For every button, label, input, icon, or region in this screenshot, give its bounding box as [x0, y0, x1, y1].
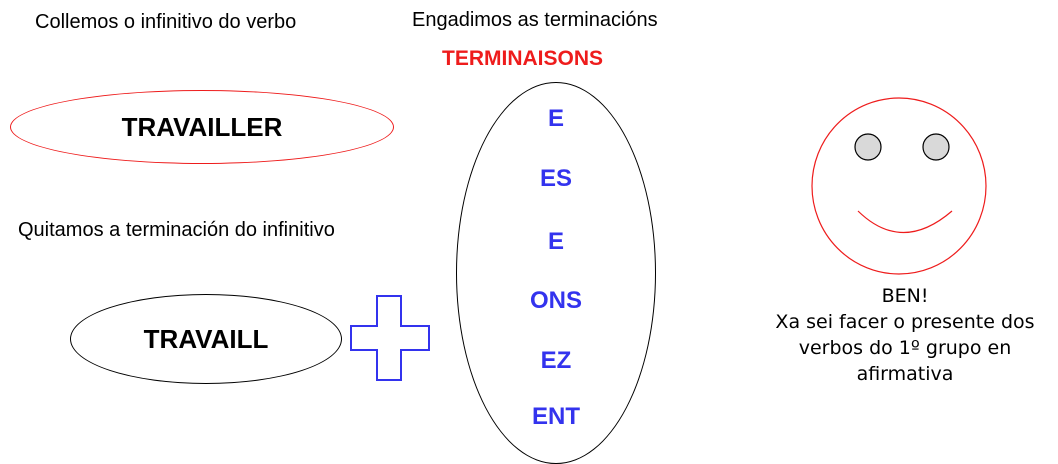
plus-icon — [350, 295, 430, 381]
smiley-face-icon — [811, 97, 987, 275]
termination-6: ENT — [532, 403, 580, 430]
success-message: BEN! Xa sei facer o presente dos verbos … — [755, 283, 1055, 387]
termination-3: E — [547, 228, 564, 255]
infinitive-oval: TRAVAILLER — [10, 90, 394, 164]
terminations-oval: E ES E ONS EZ ENT — [456, 82, 656, 464]
step1-label: Collemos o infinitivo do verbo — [35, 11, 297, 33]
message-line-2: Xa sei facer o presente dos — [775, 311, 1035, 333]
step2-label: Engadimos as terminacións — [412, 9, 658, 31]
termination-4: ONS — [529, 287, 582, 314]
smile-mouth-icon — [857, 210, 953, 233]
termination-2: ES — [539, 165, 572, 192]
stem-word: TRAVAILL — [143, 323, 269, 354]
stem-oval: TRAVAILL — [70, 294, 342, 384]
termination-1: E — [547, 105, 564, 132]
message-line-3: verbos do 1º grupo en — [798, 337, 1012, 359]
step3-label: Quitamos a terminación do infinitivo — [18, 219, 335, 241]
right-eye-icon — [922, 133, 950, 161]
left-eye-icon — [854, 133, 882, 161]
message-line-4: afirmativa — [856, 363, 954, 385]
infinitive-word: TRAVAILLER — [121, 111, 283, 142]
termination-5: EZ — [540, 347, 572, 374]
message-line-1: BEN! — [881, 285, 929, 307]
terminations-title: TERMINAISONS — [442, 47, 604, 70]
